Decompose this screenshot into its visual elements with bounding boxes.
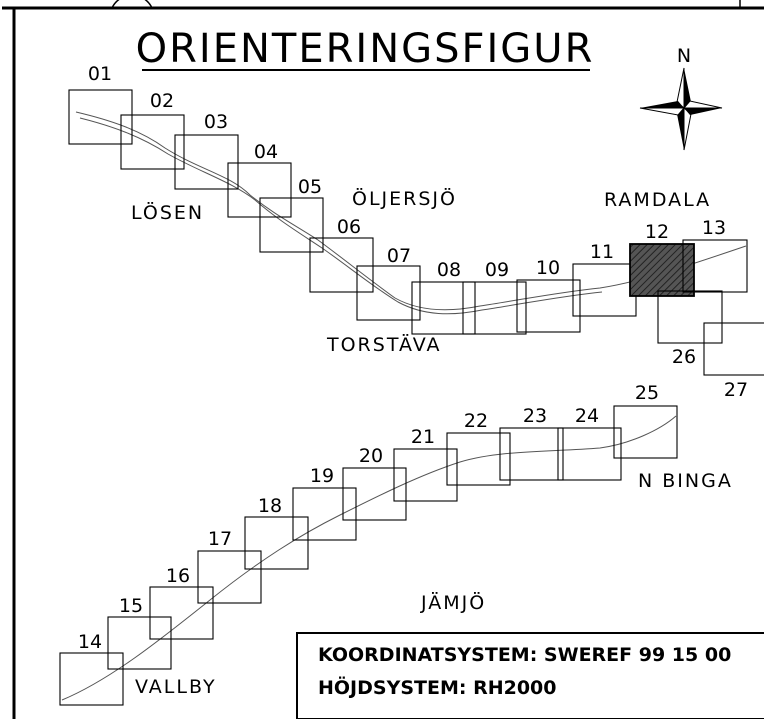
sheet-09-label: 09: [485, 259, 509, 281]
sheet-27[interactable]: 27: [703, 322, 764, 401]
sheet-02[interactable]: 02: [120, 90, 185, 170]
sheet-19-label: 19: [310, 465, 334, 487]
north-label: N: [677, 45, 691, 67]
sheet-06-label: 06: [337, 216, 361, 238]
sheet-08[interactable]: 08: [411, 259, 476, 335]
place-jamjo: JÄMJÖ: [420, 591, 486, 614]
sheet-24[interactable]: 24: [557, 405, 622, 481]
sheet-03-label: 03: [204, 111, 228, 133]
road-line-south: [61, 415, 677, 701]
sheet-05[interactable]: 05: [259, 176, 324, 253]
sheet-23[interactable]: 23: [499, 405, 564, 481]
sheet-12-label: 12: [645, 221, 669, 243]
sheet-19[interactable]: 19: [292, 465, 357, 541]
sheet-11[interactable]: 11: [572, 241, 637, 317]
sheet-16-label: 16: [166, 565, 190, 587]
place-torstava: TORSTÄVA: [326, 333, 442, 356]
sheet-09[interactable]: 09: [462, 259, 527, 335]
sheet-22-label: 22: [464, 410, 488, 432]
sheet-15[interactable]: 15: [107, 595, 172, 670]
sheet-11-label: 11: [590, 241, 614, 263]
place-n-binga: N BINGA: [638, 470, 733, 492]
sheet-17-label: 17: [208, 528, 232, 550]
sheet-07[interactable]: 07: [356, 245, 421, 321]
sheet-12[interactable]: 12: [629, 221, 695, 297]
sheet-25-label: 25: [635, 382, 659, 404]
place-vallby: VALLBY: [135, 676, 217, 698]
sheet-06[interactable]: 06: [309, 216, 374, 293]
sheet-24-label: 24: [575, 405, 599, 427]
coordinate-system-text: KOORDINATSYSTEM: SWEREF 99 15 00: [318, 644, 731, 666]
sheet-15-label: 15: [119, 595, 143, 617]
sheet-10-label: 10: [536, 257, 560, 279]
sheet-26-label: 26: [672, 346, 696, 368]
sheet-25[interactable]: 25: [613, 382, 678, 459]
coordinate-info-box: KOORDINATSYSTEM: SWEREF 99 15 00 HÖJDSYS…: [296, 632, 764, 719]
sheet-23-label: 23: [523, 405, 547, 427]
sheet-16[interactable]: 16: [149, 565, 214, 640]
map-title: ORIENTERINGSFIGUR: [136, 26, 595, 72]
place-losen: LÖSEN: [131, 201, 204, 224]
sheet-03[interactable]: 03: [174, 111, 239, 190]
sheet-08-label: 08: [437, 259, 461, 281]
sheet-13[interactable]: 13: [682, 217, 748, 293]
sheet-grid: 01 02 03 04 05 06 07 08 09 10 11 12 13 2…: [59, 63, 764, 706]
sheet-20-label: 20: [359, 445, 383, 467]
place-ramdala: RAMDALA: [604, 189, 711, 211]
height-system-text: HÖJDSYSTEM: RH2000: [318, 675, 557, 699]
sheet-20[interactable]: 20: [342, 445, 407, 521]
sheet-02-label: 02: [150, 90, 174, 112]
sheet-04-label: 04: [254, 141, 278, 163]
sheet-14-label: 14: [78, 631, 102, 653]
road-line-north-2: [79, 117, 603, 315]
north-arrow-icon: [639, 67, 723, 151]
sheet-10[interactable]: 10: [516, 257, 581, 333]
sheet-26[interactable]: 26: [657, 290, 723, 368]
sheet-07-label: 07: [387, 245, 411, 267]
sheet-22[interactable]: 22: [446, 410, 511, 486]
sheet-01[interactable]: 01: [68, 63, 133, 145]
sheet-14[interactable]: 14: [59, 631, 124, 706]
sheet-21[interactable]: 21: [393, 426, 458, 502]
sheet-17[interactable]: 17: [197, 528, 262, 604]
sheet-27-label: 27: [724, 379, 748, 401]
place-oljersjo: ÖLJERSJÖ: [352, 187, 457, 210]
sheet-01-label: 01: [88, 63, 112, 85]
sheet-18[interactable]: 18: [244, 495, 309, 570]
sheet-05-label: 05: [298, 176, 322, 198]
sheet-18-label: 18: [258, 495, 282, 517]
sheet-13-label: 13: [702, 217, 726, 239]
sheet-21-label: 21: [411, 426, 435, 448]
